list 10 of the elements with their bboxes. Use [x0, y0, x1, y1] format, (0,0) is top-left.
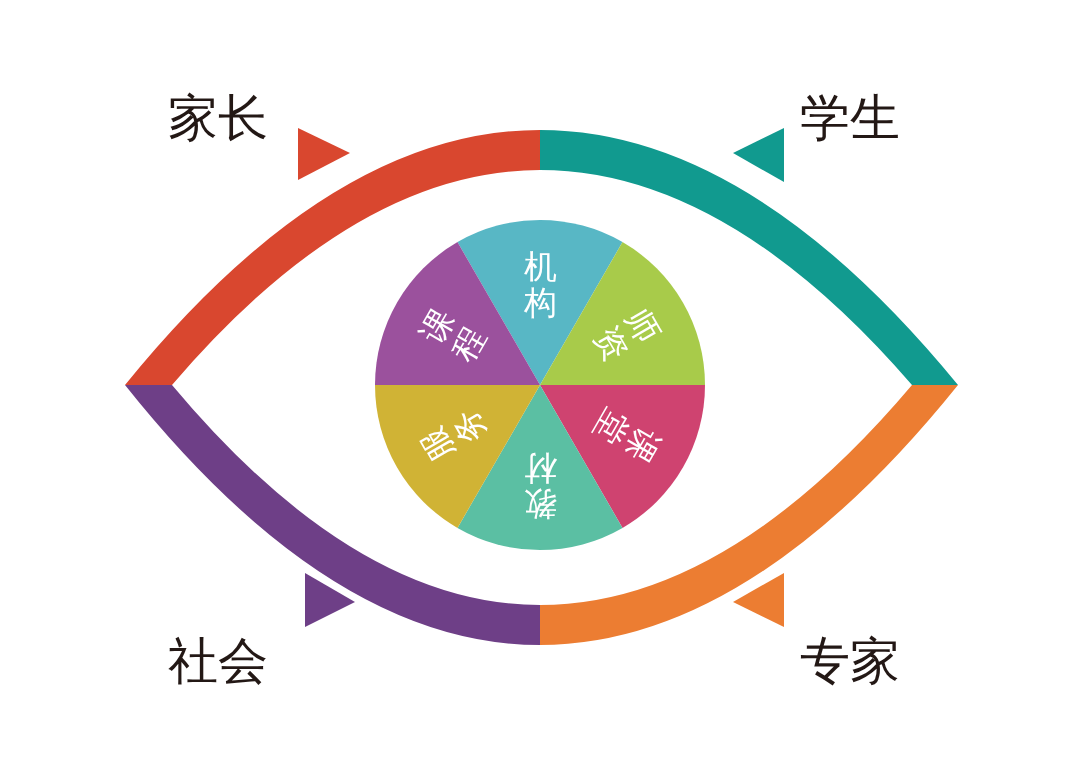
slice-label: 教材 [523, 448, 557, 522]
slice-label: 课程 [413, 302, 494, 368]
slice-label: 服务 [413, 402, 494, 468]
stakeholder-label: 社会 [168, 636, 268, 686]
stakeholder-label: 专家 [800, 636, 900, 686]
slice-label: 师资 [586, 302, 667, 368]
slice-label: 课堂 [586, 402, 667, 468]
stakeholder-label: 学生 [800, 93, 900, 143]
stakeholder-label: 家长 [168, 93, 268, 143]
slice-label: 机构 [523, 248, 557, 322]
